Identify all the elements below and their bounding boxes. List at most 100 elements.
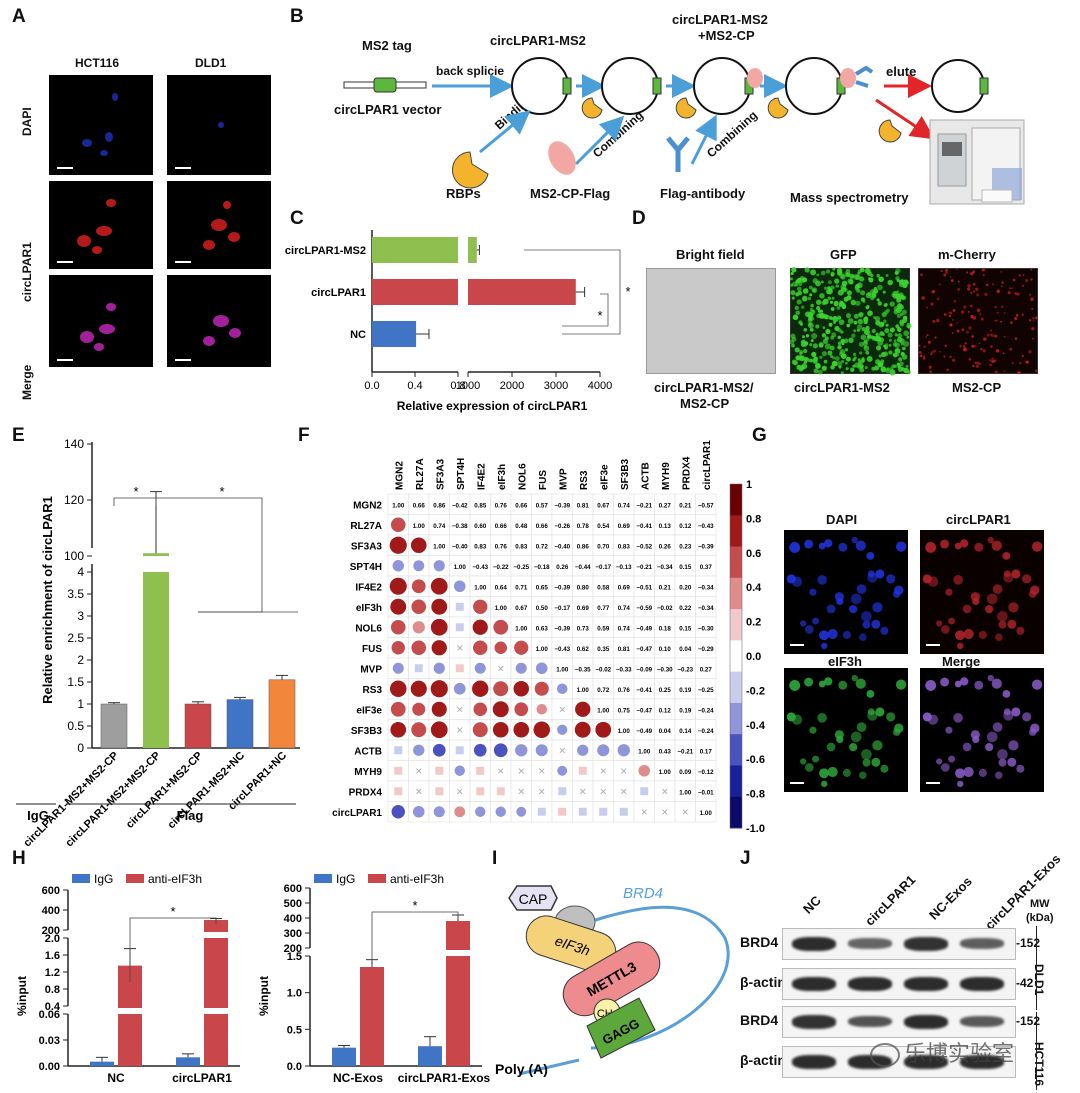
mcherry-cell — [961, 310, 965, 314]
gfp-cell — [826, 289, 832, 295]
category-label: circLPAR1 — [172, 1071, 232, 1085]
mcherry-cell — [990, 333, 995, 338]
d-caption-1a: circLPAR1-MS2/ — [654, 380, 754, 395]
heatmap-value: 0.65 — [536, 584, 549, 591]
cell — [997, 611, 1008, 622]
heatmap-mark — [410, 680, 427, 697]
heatmap-mark — [473, 640, 488, 655]
heatmap-value: 0.50 — [536, 605, 549, 612]
cell — [805, 763, 814, 772]
heatmap-mark — [454, 806, 466, 818]
colorbar-segment — [730, 484, 742, 516]
mcherry-cell — [950, 279, 954, 282]
heatmap-value: 1.00 — [392, 502, 405, 509]
gfp-cell — [877, 301, 882, 306]
gfp-cell — [798, 281, 803, 287]
cell — [997, 749, 1008, 760]
mcherry-cell — [990, 334, 992, 336]
mcherry-cell — [930, 302, 934, 306]
heatmap-mark — [412, 702, 426, 716]
sig-bracket — [156, 497, 263, 613]
heatmap-col-label: MYH9 — [661, 462, 672, 490]
gfp-cell — [837, 289, 844, 296]
heatmap-mark — [392, 662, 404, 674]
heatmap-value: 0.75 — [618, 707, 631, 714]
bar — [118, 965, 142, 1066]
mcherry-cell — [1009, 347, 1013, 351]
heatmap-mark — [389, 536, 407, 554]
gfp-cell — [840, 330, 844, 334]
cell — [880, 764, 889, 773]
cell — [842, 768, 851, 777]
heatmap-value: 0.69 — [618, 523, 631, 530]
bright-field-image — [646, 268, 776, 374]
sig-mark: * — [412, 898, 417, 913]
gfp-cell — [839, 351, 844, 357]
tick-label: 600 — [42, 885, 60, 897]
colorbar-segment — [730, 734, 742, 766]
mcherry-cell — [929, 370, 932, 373]
heatmap-value: −0.23 — [677, 666, 693, 673]
gfp-cell — [864, 267, 871, 274]
gfp-cell — [855, 300, 861, 306]
gfp-cell — [830, 355, 834, 359]
heatmap-value: 0.21 — [659, 584, 672, 591]
cell — [824, 539, 833, 548]
heatmap-value: 0.83 — [474, 543, 487, 550]
heatmap-value: 0.72 — [536, 543, 549, 550]
heatmap-value: −0.30 — [657, 666, 673, 673]
heatmap-value: 0.26 — [556, 564, 569, 571]
heatmap-mark — [414, 664, 423, 673]
heatmap-value: −0.34 — [698, 584, 714, 591]
blot-row-label: BRD4 — [740, 934, 779, 950]
mcherry-cell — [963, 346, 967, 350]
cell — [936, 758, 943, 765]
cell — [867, 570, 875, 578]
mcherry-cell — [996, 289, 1000, 293]
heatmap-value: 0.80 — [577, 584, 590, 591]
mcherry-cell — [951, 332, 954, 334]
gfp-cell — [883, 351, 889, 357]
group-label-flag: Flag — [177, 808, 204, 823]
gfp-cell — [853, 320, 858, 325]
blot-row-label: BRD4 — [740, 1012, 779, 1028]
heatmap-mark — [492, 701, 509, 718]
cell — [960, 677, 969, 686]
heatmap-insig-mark: × — [661, 784, 668, 798]
cell — [986, 593, 998, 605]
heatmap-row-label: SF3A3 — [351, 541, 383, 552]
mcherry-cell — [1003, 370, 1006, 373]
heatmap-mark — [394, 746, 403, 755]
sig-bracket — [371, 911, 459, 962]
heatmap-value: −0.30 — [698, 625, 714, 632]
gfp-cell — [845, 356, 851, 362]
heatmap-mark — [472, 680, 489, 697]
mcherry-cell — [975, 287, 979, 291]
bar — [184, 703, 212, 749]
heatmap-value: −0.40 — [452, 543, 468, 550]
gfp-cell — [882, 290, 886, 294]
gfp-cell — [862, 299, 866, 303]
heatmap-value: 0.54 — [597, 523, 610, 530]
d-title-bright: Bright field — [676, 247, 745, 262]
bar — [360, 967, 384, 1066]
ms2cp-flag-label: MS2-CP-Flag — [530, 186, 611, 201]
heatmap-mark — [412, 621, 425, 634]
heatmap-value: 0.66 — [413, 502, 426, 509]
heatmap-value: 0.21 — [679, 502, 692, 509]
mcherry-cell — [1021, 354, 1024, 357]
heatmap-mark — [472, 722, 488, 738]
heatmap-mark — [390, 517, 406, 533]
cell — [1022, 574, 1032, 584]
gfp-cell — [853, 313, 859, 319]
gfp-cell — [831, 360, 838, 367]
mcherry-cell — [979, 313, 982, 316]
mcherry-cell — [1009, 287, 1012, 290]
heatmap-value: 0.19 — [679, 687, 692, 694]
heatmap-value: 0.57 — [536, 502, 549, 509]
heatmap-row-label: SPT4H — [350, 562, 382, 573]
heatmap-value: −0.25 — [698, 687, 714, 694]
blot-mw-label: -152 — [1016, 936, 1041, 950]
gfp-cell — [810, 269, 817, 276]
heatmap-mark — [515, 662, 527, 674]
